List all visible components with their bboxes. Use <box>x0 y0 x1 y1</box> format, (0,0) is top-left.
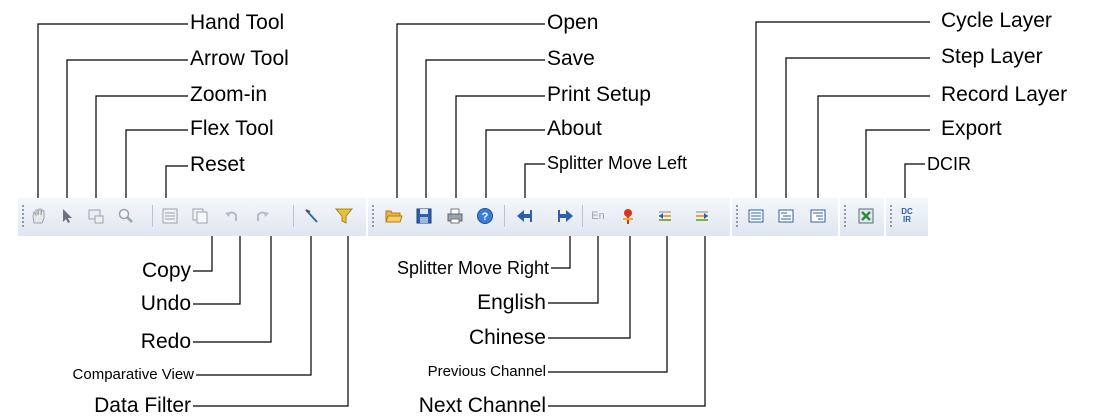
dcir-icon-bottom: IR <box>903 215 911 224</box>
export-icon[interactable] <box>856 206 876 226</box>
label-english: English <box>477 291 546 314</box>
toolbar-grip[interactable] <box>736 205 740 227</box>
leader-export <box>865 129 930 202</box>
toolbar-separator <box>504 205 505 227</box>
label-next-channel: Next Channel <box>418 394 546 417</box>
open-folder-icon[interactable] <box>384 206 404 226</box>
leader-previous-channel <box>548 232 668 373</box>
leader-splitter-right <box>551 232 571 269</box>
label-about: About <box>547 117 602 140</box>
label-dcir: DCIR <box>927 154 971 174</box>
label-cycle-layer: Cycle Layer <box>941 9 1052 32</box>
label-data-filter: Data Filter <box>94 394 191 417</box>
leader-record-layer <box>817 95 930 202</box>
copy-icon[interactable] <box>190 206 210 226</box>
toolbar-separator <box>152 205 153 227</box>
reset-icon[interactable] <box>160 206 180 226</box>
leader-about <box>485 129 545 202</box>
leader-zoom-in <box>95 95 188 202</box>
leader-dcir <box>904 163 925 202</box>
english-icon[interactable]: En <box>588 206 608 226</box>
flex-tool-icon[interactable] <box>116 206 136 226</box>
leader-data-filter <box>193 232 349 407</box>
english-icon-text: En <box>591 210 605 222</box>
leader-open <box>396 23 545 202</box>
leader-copy <box>193 232 213 272</box>
step-layer-icon[interactable] <box>776 206 796 226</box>
label-step-layer: Step Layer <box>941 45 1043 68</box>
leader-arrow-tool <box>66 59 188 202</box>
label-flex-tool: Flex Tool <box>190 117 274 140</box>
undo-icon[interactable] <box>222 206 242 226</box>
label-print-setup: Print Setup <box>547 83 651 106</box>
toolbar-segment-5 <box>886 198 928 236</box>
dcir-icon-top: DC <box>901 207 913 216</box>
svg-text:?: ? <box>482 211 489 223</box>
toolbar-separator <box>582 205 583 227</box>
leader-redo <box>193 232 272 343</box>
dcir-icon[interactable]: DC IR <box>897 206 917 226</box>
label-undo: Undo <box>140 292 191 315</box>
hand-tool-icon[interactable] <box>28 206 48 226</box>
label-arrow-tool: Arrow Tool <box>190 47 289 70</box>
label-reset: Reset <box>190 153 245 176</box>
zoom-in-icon[interactable] <box>86 206 106 226</box>
label-redo: Redo <box>140 330 191 353</box>
label-chinese: Chinese <box>468 326 546 349</box>
save-icon[interactable] <box>414 206 434 226</box>
label-splitter-move-left: Splitter Move Left <box>547 153 688 173</box>
splitter-move-right-icon[interactable] <box>556 206 576 226</box>
label-copy: Copy <box>141 259 191 282</box>
toolbar-separator <box>293 205 294 227</box>
leader-step-layer <box>785 57 930 202</box>
leader-cycle-layer <box>755 21 930 202</box>
leader-flex-tool <box>125 129 188 202</box>
toolbar-grip[interactable] <box>844 205 848 227</box>
label-save: Save <box>547 47 595 70</box>
leader-next-channel <box>548 232 706 407</box>
comparative-view-icon[interactable] <box>302 206 322 226</box>
data-filter-icon[interactable] <box>334 206 354 226</box>
leader-print-setup <box>455 95 545 202</box>
label-export: Export <box>941 117 1002 140</box>
leader-reset <box>165 165 188 202</box>
cycle-layer-icon[interactable] <box>746 206 766 226</box>
leader-save <box>425 59 545 202</box>
redo-icon[interactable] <box>252 206 272 226</box>
about-icon[interactable]: ? <box>475 206 495 226</box>
leader-english <box>548 232 599 304</box>
label-comparative-view: Comparative View <box>72 366 194 383</box>
toolbar-grip[interactable] <box>890 205 894 227</box>
leader-undo <box>193 232 241 305</box>
leader-chinese <box>548 232 631 339</box>
label-open: Open <box>547 11 599 34</box>
label-hand-tool: Hand Tool <box>190 11 285 34</box>
chinese-icon[interactable] <box>618 206 638 226</box>
next-channel-icon[interactable] <box>692 206 712 226</box>
toolbar-segment-1 <box>18 198 366 236</box>
label-record-layer: Record Layer <box>941 83 1068 106</box>
splitter-move-left-icon[interactable] <box>514 206 534 226</box>
label-previous-channel: Previous Channel <box>427 363 546 380</box>
record-layer-icon[interactable] <box>808 206 828 226</box>
printer-icon[interactable] <box>445 206 465 226</box>
label-splitter-move-right: Splitter Move Right <box>396 258 549 278</box>
toolbar-grip[interactable] <box>372 205 376 227</box>
leader-splitter-left <box>524 163 545 202</box>
toolbar-grip[interactable] <box>22 205 26 227</box>
previous-channel-icon[interactable] <box>655 206 675 226</box>
label-zoom-in: Zoom-in <box>190 83 268 106</box>
arrow-tool-icon[interactable] <box>57 206 77 226</box>
leader-hand-tool <box>37 23 188 198</box>
leader-comparative-view <box>196 232 312 376</box>
